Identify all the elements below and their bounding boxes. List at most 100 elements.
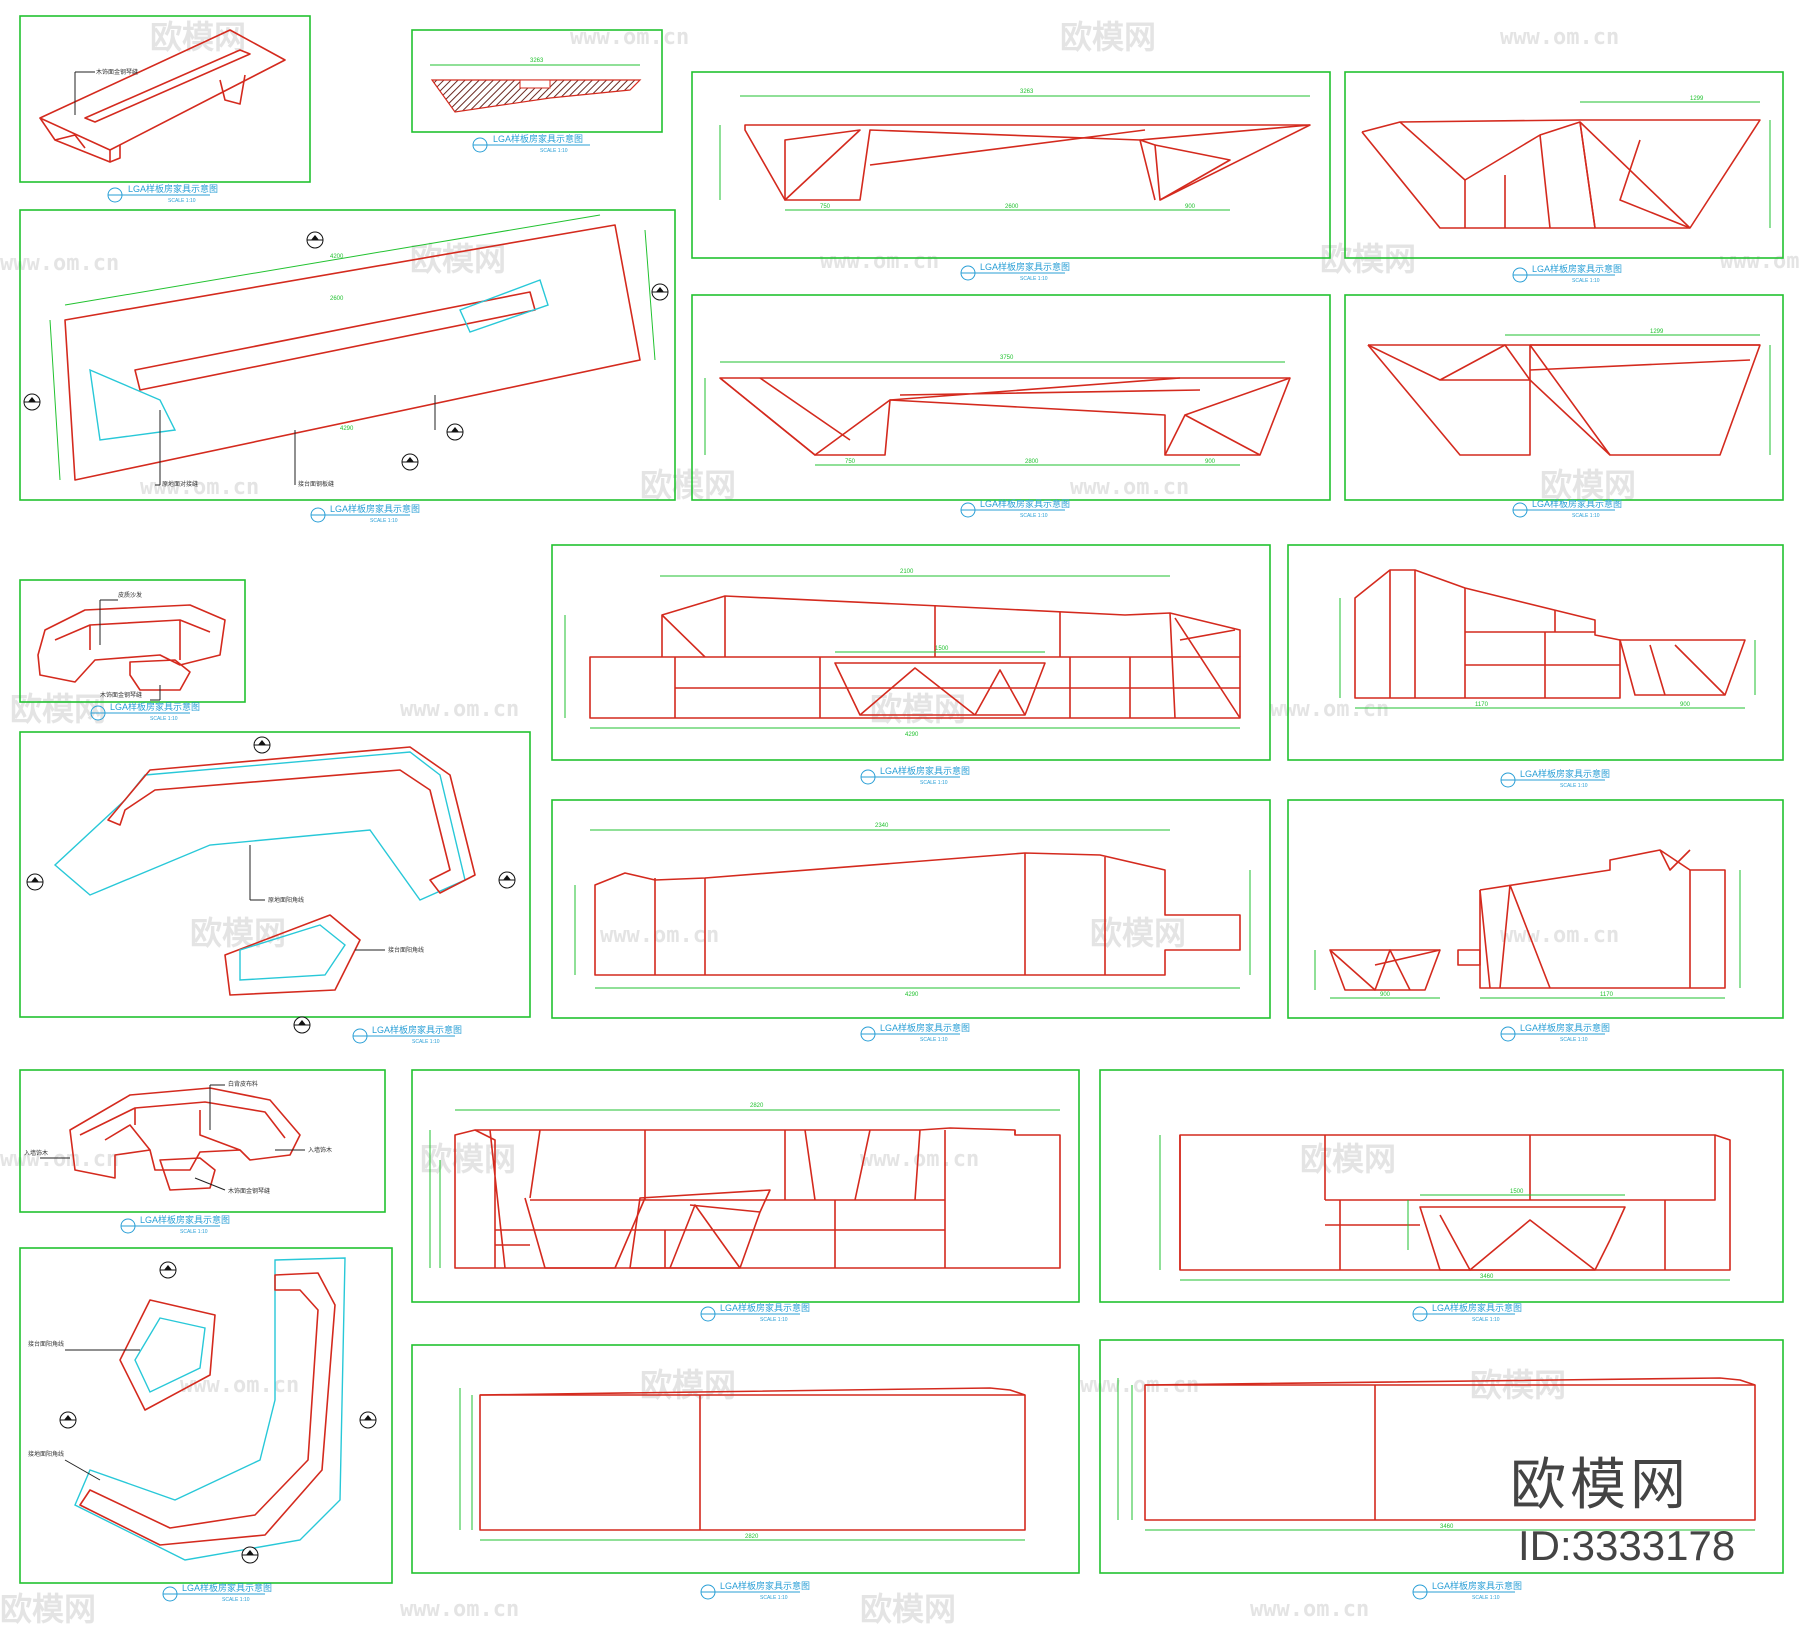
watermark-site: www.om.cn bbox=[180, 1373, 299, 1398]
watermark-site: www.om.cn bbox=[1500, 923, 1619, 948]
panel-title-d2: LGA样板房家具示意图 SCALE 1:10 bbox=[1500, 768, 1610, 789]
dim-label: 2100 bbox=[900, 569, 914, 575]
callout-back-fabric: 白背皮布料 bbox=[228, 1080, 258, 1088]
panel-title-f3: LGA样板房家具示意图 SCALE 1:10 bbox=[700, 1580, 810, 1601]
dim-label: 2600 bbox=[1005, 204, 1019, 210]
panel-title-text: LGA样板房家具示意图 bbox=[493, 133, 583, 144]
panel-scale-text: SCALE 1:10 bbox=[540, 148, 568, 154]
watermark-brand: 欧模网 bbox=[0, 1590, 96, 1626]
dim-label: 1170 bbox=[1475, 702, 1489, 708]
watermark-site: www.om.cn bbox=[400, 1597, 519, 1622]
watermark-site: www.om.cn bbox=[400, 697, 519, 722]
panel-title-text: LGA样板房家具示意图 bbox=[110, 701, 200, 712]
panel-scale-text: SCALE 1:10 bbox=[920, 1037, 948, 1043]
dim-label: 900 bbox=[1680, 702, 1691, 708]
panel-sofa-side-elevation: 1170 900 bbox=[1287, 544, 1784, 761]
watermark-site: www.om.cn bbox=[1720, 249, 1800, 274]
panel-sofa-end-elevation: 900 1170 bbox=[1287, 799, 1784, 1019]
panel-scale-text: SCALE 1:10 bbox=[180, 1229, 208, 1235]
dim-label: 2800 bbox=[1025, 459, 1039, 465]
panel-scale-text: SCALE 1:10 bbox=[168, 198, 196, 204]
panel-title-text: LGA样板房家具示意图 bbox=[880, 765, 970, 776]
watermark-brand: 欧模网 bbox=[1090, 914, 1186, 952]
panel-sofa2-end-elevation: 3460 bbox=[1099, 1339, 1784, 1574]
panel-title-c1: LGA样板房家具示意图 SCALE 1:10 bbox=[90, 701, 200, 722]
panel-title-b2: LGA样板房家具示意图 SCALE 1:10 bbox=[1512, 263, 1622, 284]
dim-label: 1170 bbox=[1600, 992, 1614, 998]
dim-label: 3460 bbox=[1480, 1274, 1494, 1280]
panel-desk-side-elevation: 1299 bbox=[1344, 71, 1784, 259]
panel-title-text: LGA样板房家具示意图 bbox=[182, 1582, 272, 1593]
panel-sofa-rear-elevation: 2340 4290 bbox=[551, 799, 1271, 1019]
panel-scale-text: SCALE 1:10 bbox=[1020, 276, 1048, 282]
panel-scale-text: SCALE 1:10 bbox=[760, 1317, 788, 1323]
dim-label: 3750 bbox=[1000, 355, 1014, 361]
dim-label: 4290 bbox=[340, 426, 354, 432]
callout-entry-wood-left: 入墙饰木 bbox=[24, 1149, 48, 1157]
panel-title-d3: LGA样板房家具示意图 SCALE 1:10 bbox=[860, 1022, 970, 1043]
panel-title-text: LGA样板房家具示意图 bbox=[720, 1580, 810, 1591]
callout-entry-wood-right: 入墙饰木 bbox=[308, 1146, 332, 1154]
panel-title-text: LGA样板房家具示意图 bbox=[1532, 498, 1622, 509]
panel-desk-rear-elevation: 3750 750 2800 900 bbox=[691, 294, 1331, 501]
panel-title-text: LGA样板房家具示意图 bbox=[1532, 263, 1622, 274]
panel-sofa-plan: 原地面阳角线 接台面阳角线 bbox=[19, 731, 531, 1034]
callout-table-seam: 木饰面金钢琴缝 bbox=[100, 691, 142, 699]
watermark-site: www.om.cn bbox=[600, 923, 719, 948]
dim-label: 900 bbox=[1380, 992, 1391, 998]
panel-sofa-perspective: 皮质沙发 木饰面金钢琴缝 bbox=[19, 579, 246, 703]
panel-title-e2: LGA样板房家具示意图 SCALE 1:10 bbox=[162, 1582, 272, 1603]
panel-title-c2: LGA样板房家具示意图 SCALE 1:10 bbox=[352, 1024, 462, 1045]
watermark-site: www.om.cn bbox=[0, 1147, 119, 1172]
panel-sofa2-rear-elevation: 2820 bbox=[411, 1344, 1080, 1574]
panel-title-text: LGA样板房家具示意图 bbox=[330, 503, 420, 514]
watermark-brand: 欧模网 bbox=[1320, 240, 1416, 278]
panel-scale-text: SCALE 1:10 bbox=[920, 780, 948, 786]
panel-title-b4: LGA样板房家具示意图 SCALE 1:10 bbox=[1512, 498, 1622, 519]
dim-label: 2820 bbox=[745, 1534, 759, 1540]
panel-title-f4: LGA样板房家具示意图 SCALE 1:10 bbox=[1412, 1580, 1522, 1601]
watermark-brand: 欧模网 bbox=[10, 690, 106, 728]
panel-scale-text: SCALE 1:10 bbox=[760, 1595, 788, 1601]
panel-desk-plan: 4200 2600 4290 原地面对接缝 接台面钢板缝 bbox=[19, 209, 676, 501]
watermark-brand: 欧模网 bbox=[860, 1590, 956, 1626]
panel-scale-text: SCALE 1:10 bbox=[1560, 1037, 1588, 1043]
panel-title-text: LGA样板房家具示意图 bbox=[372, 1024, 462, 1035]
dim-label: 1299 bbox=[1690, 96, 1704, 102]
callout-platform-line: 接台面阳角线 bbox=[388, 946, 424, 954]
panel-scale-text: SCALE 1:10 bbox=[1572, 278, 1600, 284]
watermark-brand: 欧模网 bbox=[150, 18, 246, 56]
panel-title-text: LGA样板房家具示意图 bbox=[720, 1302, 810, 1313]
watermark-site: www.om.cn bbox=[1270, 697, 1389, 722]
dim-label: 750 bbox=[820, 204, 831, 210]
watermark-site: www.om.cn bbox=[1250, 1597, 1369, 1622]
panel-desk-front-elevation: 3263 750 2600 900 bbox=[691, 71, 1331, 259]
dim-label: 1500 bbox=[935, 646, 949, 652]
dim-label: 750 bbox=[845, 459, 856, 465]
panel-scale-text: SCALE 1:10 bbox=[222, 1597, 250, 1603]
brand-logo: 欧模网 bbox=[1510, 1453, 1690, 1518]
panel-title-text: LGA样板房家具示意图 bbox=[128, 183, 218, 194]
panel-scale-text: SCALE 1:10 bbox=[1472, 1595, 1500, 1601]
watermark-brand: 欧模网 bbox=[1300, 1140, 1396, 1178]
panel-title-a3: LGA样板房家具示意图 SCALE 1:10 bbox=[310, 503, 420, 524]
panel-sofa-front-elevation: 2100 4290 1500 bbox=[551, 544, 1271, 761]
panel-title-a1: LGA样板房家具示意图 SCALE 1:10 bbox=[107, 183, 218, 204]
panel-title-f1: LGA样板房家具示意图 SCALE 1:10 bbox=[700, 1302, 810, 1323]
panel-sofa2-side-elevation: 3460 1500 bbox=[1099, 1069, 1784, 1303]
callout-floor-line: 原地面阳角线 bbox=[268, 896, 304, 904]
panel-title-text: LGA样板房家具示意图 bbox=[1432, 1302, 1522, 1313]
panel-title-text: LGA样板房家具示意图 bbox=[1520, 1022, 1610, 1033]
panel-title-d4: LGA样板房家具示意图 SCALE 1:10 bbox=[1500, 1022, 1610, 1043]
callout-cabinet-seam: 接台面钢板缝 bbox=[298, 480, 334, 488]
dim-label: 2820 bbox=[750, 1103, 764, 1109]
dim-label: 2600 bbox=[330, 296, 344, 302]
callout-leather-sofa: 皮质沙发 bbox=[118, 591, 142, 599]
panel-scale-text: SCALE 1:10 bbox=[1472, 1317, 1500, 1323]
panel-sofa2-front-elevation: 2820 bbox=[411, 1069, 1080, 1303]
brand-id: ID:3333178 bbox=[1518, 1522, 1736, 1569]
watermark-site: www.om.cn bbox=[1500, 25, 1619, 50]
panel-sofa2-plan: 接台面阳角线 接地面阳角线 bbox=[19, 1247, 393, 1584]
dim-label: 900 bbox=[1205, 459, 1216, 465]
callout-floor-line-2: 接地面阳角线 bbox=[28, 1450, 64, 1458]
